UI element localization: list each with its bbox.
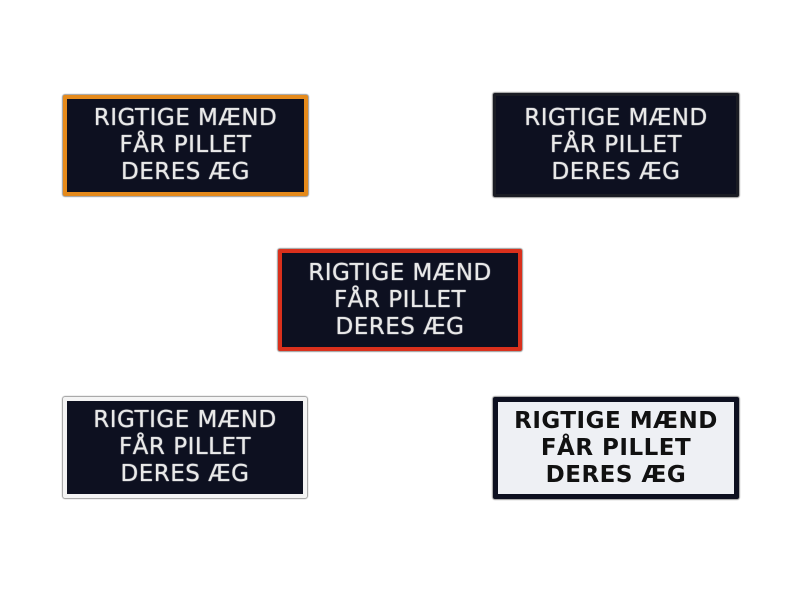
patch-text-line: RIGTIGE MÆND <box>308 259 492 286</box>
patch-black-border: RIGTIGE MÆND FÅR PILLET DERES ÆG <box>493 93 739 197</box>
patch-text-line: DERES ÆG <box>551 158 681 185</box>
patch-white-border: RIGTIGE MÆND FÅR PILLET DERES ÆG <box>63 397 307 498</box>
patch-text-line: RIGTIGE MÆND <box>93 407 277 433</box>
patch-text-line: RIGTIGE MÆND <box>93 105 278 131</box>
patch-text-line: FÅR PILLET <box>118 434 252 460</box>
patch-text-line: DERES ÆG <box>335 313 465 340</box>
patch-text-line: FÅR PILLET <box>119 132 252 158</box>
patch-text-line: FÅR PILLET <box>540 434 692 461</box>
patch-red-border: RIGTIGE MÆND FÅR PILLET DERES ÆG <box>278 249 522 351</box>
patch-text-line: FÅR PILLET <box>333 286 467 313</box>
patch-text-line: DERES ÆG <box>120 461 250 487</box>
patch-text-line: FÅR PILLET <box>549 131 683 158</box>
patch-text-line: DERES ÆG <box>121 159 250 185</box>
patch-text-line: RIGTIGE MÆND <box>514 407 718 434</box>
patch-text-line: RIGTIGE MÆND <box>524 104 708 131</box>
patch-text-line: DERES ÆG <box>545 461 687 488</box>
patch-white-background: RIGTIGE MÆND FÅR PILLET DERES ÆG <box>493 397 739 499</box>
patch-orange-border: RIGTIGE MÆND FÅR PILLET DERES ÆG <box>63 95 308 196</box>
